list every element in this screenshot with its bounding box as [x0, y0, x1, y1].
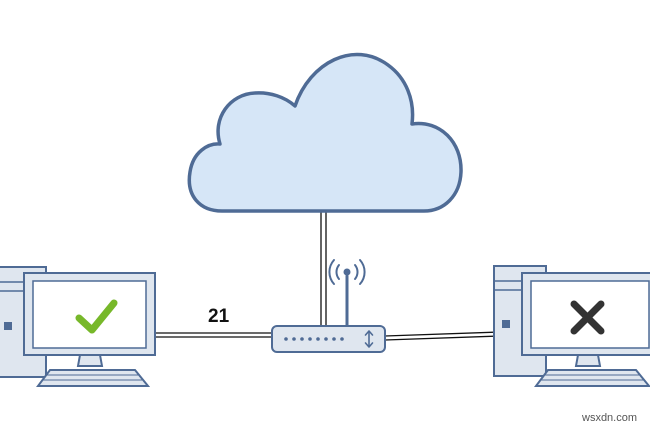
left-monitor-stand: [76, 354, 104, 367]
network-cables: [154, 211, 529, 341]
wireless-signal-icon: [328, 259, 366, 285]
left-keyboard: [36, 369, 151, 387]
left-screen: [32, 280, 147, 349]
cloud-icon: [187, 52, 463, 213]
right-keyboard: [534, 369, 650, 387]
left-desktop-computer-icon: [0, 266, 156, 387]
router-body: [271, 325, 386, 353]
cross-icon: [570, 300, 605, 335]
router-status-lights: [284, 337, 344, 341]
watermark-text: wsxdn.com: [582, 412, 638, 424]
right-monitor-stand: [574, 354, 602, 367]
check-icon: [75, 299, 118, 334]
port-number-label: 21: [208, 306, 230, 327]
up-down-arrow-icon: [364, 330, 374, 348]
router-icon: [271, 274, 386, 353]
right-desktop-computer-icon: [493, 265, 650, 387]
